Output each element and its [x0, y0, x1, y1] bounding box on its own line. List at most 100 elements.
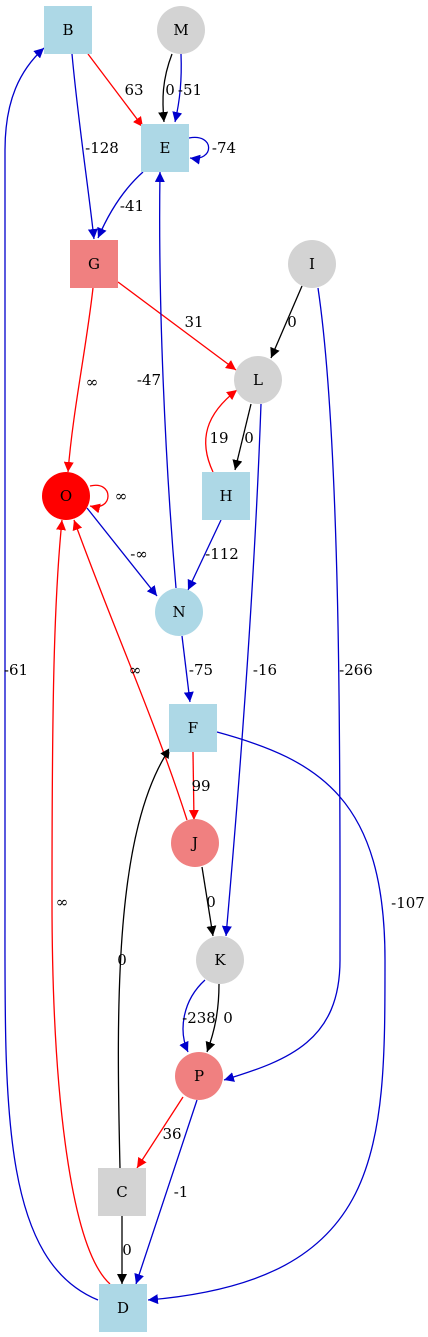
node-d: D: [99, 1284, 147, 1332]
edge-label-k-p-black: 0: [223, 1009, 233, 1027]
edge-b-e: [87, 53, 144, 128]
node-shape-i: [288, 240, 336, 288]
edge-label-m-e-black: 0: [165, 81, 175, 99]
node-label-i: I: [309, 255, 315, 273]
edge-label-i-p: -266: [339, 661, 373, 679]
node-shape-c: [98, 1168, 146, 1216]
node-label-c: C: [116, 1183, 127, 1201]
edge-label-p-d: -1: [174, 1183, 189, 1201]
edge-label-o-n: -∞: [130, 545, 148, 563]
edge-g-l: [117, 281, 237, 371]
edge-i-p: [223, 287, 341, 1082]
node-label-h: H: [219, 487, 232, 505]
node-shape-e: [141, 124, 189, 172]
edge-m-e-blue: [172, 53, 183, 123]
node-h: H: [202, 472, 250, 520]
edge-h-l: [205, 389, 238, 473]
node-shape-g: [70, 240, 118, 288]
edge-label-f-d: -107: [391, 894, 425, 912]
edge-e-e: [188, 136, 210, 165]
node-p: P: [175, 1052, 223, 1100]
node-n: N: [155, 588, 203, 636]
edge-label-k-p-blue: -238: [182, 1009, 216, 1027]
node-j: J: [171, 819, 219, 867]
node-label-k: K: [214, 951, 226, 969]
edge-label-d-b: -61: [4, 661, 28, 679]
edge-label-b-e: 63: [124, 81, 143, 99]
edge-label-e-e: -74: [212, 139, 236, 157]
node-label-m: M: [173, 21, 188, 39]
edge-c-f: [117, 747, 171, 1169]
node-i: I: [288, 240, 336, 288]
edge-g-o: [63, 287, 94, 473]
node-shape-m: [157, 6, 205, 54]
node-l: L: [234, 356, 282, 404]
edges-layer: [4, 47, 386, 1305]
node-f: F: [169, 704, 217, 752]
node-shape-p: [175, 1052, 223, 1100]
node-shape-j: [171, 819, 219, 867]
edge-label-c-d: 0: [122, 1241, 132, 1259]
edge-label-b-g: -128: [85, 139, 119, 157]
edge-b-g: [71, 53, 98, 240]
edge-label-l-h: 0: [244, 429, 254, 447]
edge-label-j-o: ∞: [129, 661, 142, 679]
edge-f-d: [147, 731, 386, 1305]
node-label-p: P: [194, 1067, 204, 1085]
node-label-l: L: [253, 371, 263, 389]
edge-label-d-o: ∞: [56, 893, 69, 911]
edge-j-k: [201, 866, 217, 937]
node-shape-o: [42, 472, 90, 520]
node-label-o: O: [60, 487, 72, 505]
node-e: E: [141, 124, 189, 172]
node-shape-n: [155, 588, 203, 636]
edge-label-h-n: -112: [205, 545, 239, 563]
node-c: C: [98, 1168, 146, 1216]
node-shape-k: [196, 936, 244, 984]
edge-label-n-f: -75: [189, 661, 213, 679]
edge-l-h: [232, 403, 252, 471]
node-shape-l: [234, 356, 282, 404]
edge-label-n-e: -47: [137, 371, 161, 389]
node-label-f: F: [188, 719, 198, 737]
edge-f-j: [188, 751, 199, 821]
edge-label-c-f: 0: [117, 951, 127, 969]
node-label-b: B: [62, 21, 73, 39]
edge-i-l: [270, 285, 303, 359]
node-shape-f: [169, 704, 217, 752]
nodes-layer: B M E G I L O H N F J K P C D: [42, 6, 336, 1332]
node-shape-h: [202, 472, 250, 520]
node-k: K: [196, 936, 244, 984]
edge-l-k: [221, 403, 262, 937]
edge-d-o: [51, 519, 111, 1285]
edge-n-e: [154, 171, 177, 589]
edge-k-p-black: [205, 983, 220, 1053]
edge-label-l-k: -16: [253, 661, 277, 679]
node-g: G: [70, 240, 118, 288]
edge-label-g-o: ∞: [86, 373, 99, 391]
node-b: B: [44, 6, 92, 54]
edge-label-j-k: 0: [206, 893, 216, 911]
edge-o-n: [86, 507, 158, 597]
node-label-n: N: [172, 603, 185, 621]
edge-m-e-black: [158, 53, 173, 123]
node-shape-d: [99, 1284, 147, 1332]
node-shape-b: [44, 6, 92, 54]
node-o: O: [42, 472, 90, 520]
edge-label-e-g: -41: [120, 197, 144, 215]
edge-p-d: [134, 1099, 198, 1285]
edge-label-g-l: 31: [184, 313, 203, 331]
node-label-e: E: [160, 139, 171, 157]
edge-k-p-blue: [179, 979, 206, 1053]
edge-d-b: [4, 47, 99, 1301]
edge-h-n: [187, 519, 222, 591]
node-label-d: D: [117, 1299, 129, 1317]
edge-label-h-l: 19: [209, 429, 228, 447]
edge-o-o: [89, 484, 109, 514]
edge-label-m-e-blue: -51: [178, 81, 202, 99]
edge-label-f-j: 99: [191, 777, 210, 795]
edge-p-c: [136, 1096, 184, 1169]
node-m: M: [157, 6, 205, 54]
